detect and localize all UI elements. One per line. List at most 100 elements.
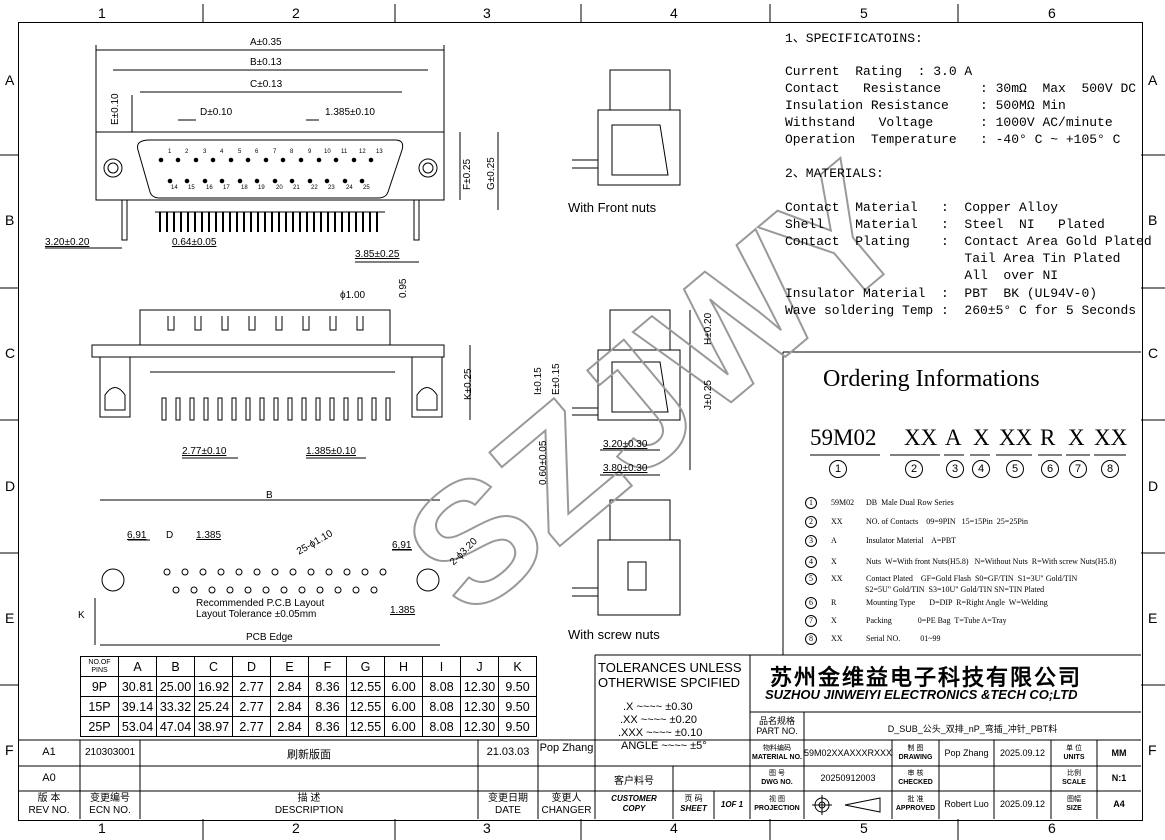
changer-en: CHANGER: [541, 805, 592, 816]
pin-label: 17: [223, 185, 230, 191]
pcb-dim-691-right: 6,91: [392, 540, 412, 551]
scale-label: 比例 SCALE: [1051, 769, 1097, 787]
table-cell: 6.00: [384, 696, 423, 717]
table-cell: 30.81: [118, 676, 157, 697]
zone-col-5-bottom: 5: [860, 820, 868, 836]
table-cell: 6.00: [384, 676, 423, 697]
code-part: X: [1068, 425, 1085, 450]
header-cell: G: [346, 656, 385, 677]
material-line: Tail Area Tin Plated: [785, 251, 1121, 266]
material-no-en: MATERIAL NO.: [752, 754, 802, 761]
material-no-cn: 物料编码: [763, 745, 791, 752]
description-header: 描 述 DESCRIPTION: [140, 793, 478, 817]
approved-date: 2025.09.12: [999, 799, 1046, 809]
table-cell: 9.50: [498, 696, 537, 717]
item-number: 8: [805, 633, 817, 645]
table-cell: 6.00: [384, 716, 423, 737]
code-part: R: [1040, 425, 1056, 450]
table-cell: 8.36: [308, 716, 347, 737]
dim-right-offset: 3.85±0.25: [355, 249, 400, 260]
table-cell: 25.24: [194, 696, 233, 717]
part-no-cn: 品名规格: [758, 716, 795, 726]
header-cell: H: [384, 656, 423, 677]
company-name-cn: 苏州金维益电子科技有限公司: [770, 665, 1083, 690]
pin-label: 19: [258, 185, 265, 191]
drawing-date: 2025.09.12: [999, 748, 1046, 758]
company-name-en: SUZHOU JINWEIYI ELECTRONICS &TECH CO;LTD: [765, 687, 1078, 702]
drawing-label: 制 图 DRAWING: [892, 744, 939, 762]
header-cell: D: [232, 656, 271, 677]
zone-col-6: 6: [1048, 5, 1056, 21]
customer-part-label: 客户料号: [614, 776, 654, 787]
rev-no-cn: 版 本: [37, 793, 61, 804]
table-cell: 25.00: [156, 676, 195, 697]
zone-col-2: 2: [292, 5, 300, 21]
pin-label: 5: [238, 149, 242, 155]
pin-label: 24: [346, 185, 353, 191]
part-no-label: 品名规格 PART NO.: [752, 716, 802, 736]
dim-pitch-277: 2.77±0.10: [182, 446, 227, 457]
sheet-cn: 页 码: [684, 794, 703, 803]
table-row: 25P 53.04 47.04 38.97 2.77 2.84 8.36 12.…: [80, 716, 537, 737]
item-desc: Serial NO. 01~99: [866, 634, 941, 643]
specs-heading: 1、SPECIFICATOINS:: [785, 31, 923, 46]
table-cell: 2.77: [232, 716, 271, 737]
spec-line: Withstand Voltage : 1000V AC/minute: [785, 115, 1113, 130]
material-line: Contact Plating : Contact Area Gold Plat…: [785, 234, 1152, 249]
table-cell: 12.30: [460, 716, 499, 737]
pin-label: 12: [359, 149, 366, 155]
dim-c: C±0.13: [250, 79, 283, 90]
sheet-en: SHEET: [680, 804, 707, 813]
table-cell: 2.77: [232, 696, 271, 717]
zone-row-e-right: E: [1148, 610, 1158, 626]
table-cell: 9.50: [498, 716, 537, 737]
dim-a: A±0.35: [250, 37, 282, 48]
pin-label: 16: [206, 185, 213, 191]
dim-g: G±0.25: [486, 157, 497, 190]
pin-label: 13: [376, 149, 383, 155]
table-cell: 38.97: [194, 716, 233, 737]
zone-row-b-right: B: [1148, 212, 1158, 228]
item-code: XX: [831, 517, 843, 526]
code-part: A: [945, 425, 962, 450]
pin-label: 8: [290, 149, 294, 155]
material-line: Wave soldering Temp : 260±5° C for 5 Sec…: [785, 303, 1137, 318]
table-cell: 2.84: [270, 696, 309, 717]
dim-d: D±0.10: [200, 107, 233, 118]
material-line: All over NI: [785, 268, 1059, 283]
ecn-en: ECN NO.: [89, 805, 131, 816]
units-cn: 单 位: [1066, 745, 1082, 752]
checked-cn: 审 核: [907, 770, 924, 777]
header-cell: K: [498, 656, 537, 677]
rev-a1-date: 21.03.03: [486, 746, 530, 758]
customer-copy-2: COPY: [622, 804, 646, 813]
ordering-code-numbers: 1 2 3 4 5 6 7 8: [829, 460, 1129, 480]
pin-label: 18: [241, 185, 248, 191]
item-desc: Packing 0=PE Bag T=Tube A=Tray: [866, 616, 1007, 625]
code-part: XX: [904, 425, 938, 450]
pin-label: 3: [203, 149, 207, 155]
code-num: 4: [972, 460, 990, 478]
table-cell: 16.92: [194, 676, 233, 697]
dim-pin-width: 0.64±0.05: [172, 237, 217, 248]
item-number: 1: [805, 497, 817, 509]
zone-col-2-bottom: 2: [292, 820, 300, 836]
dimension-table: NO.OF PINS A B C D E F G H I J K 9P 30.8…: [80, 656, 537, 737]
item-code: X: [831, 557, 837, 566]
code-part: XX: [1094, 425, 1128, 450]
drawing-name: Pop Zhang: [944, 748, 989, 758]
approved-label: 批 准 APPROVED: [892, 795, 939, 813]
material-line: Insulator Material : PBT BK (UL94V-0): [785, 286, 1098, 301]
zone-row-c: C: [5, 345, 16, 361]
tolerance-line: .X ~~~~ ±0.30: [623, 701, 693, 713]
zone-row-d-right: D: [1148, 478, 1159, 494]
customer-copy-1: CUSTOMER: [611, 794, 657, 803]
header-cell: J: [460, 656, 499, 677]
code-num: 8: [1101, 460, 1119, 478]
item-code: XX: [831, 574, 843, 583]
scale-cn: 比例: [1067, 770, 1081, 777]
approved-name: Robert Luo: [944, 799, 989, 809]
